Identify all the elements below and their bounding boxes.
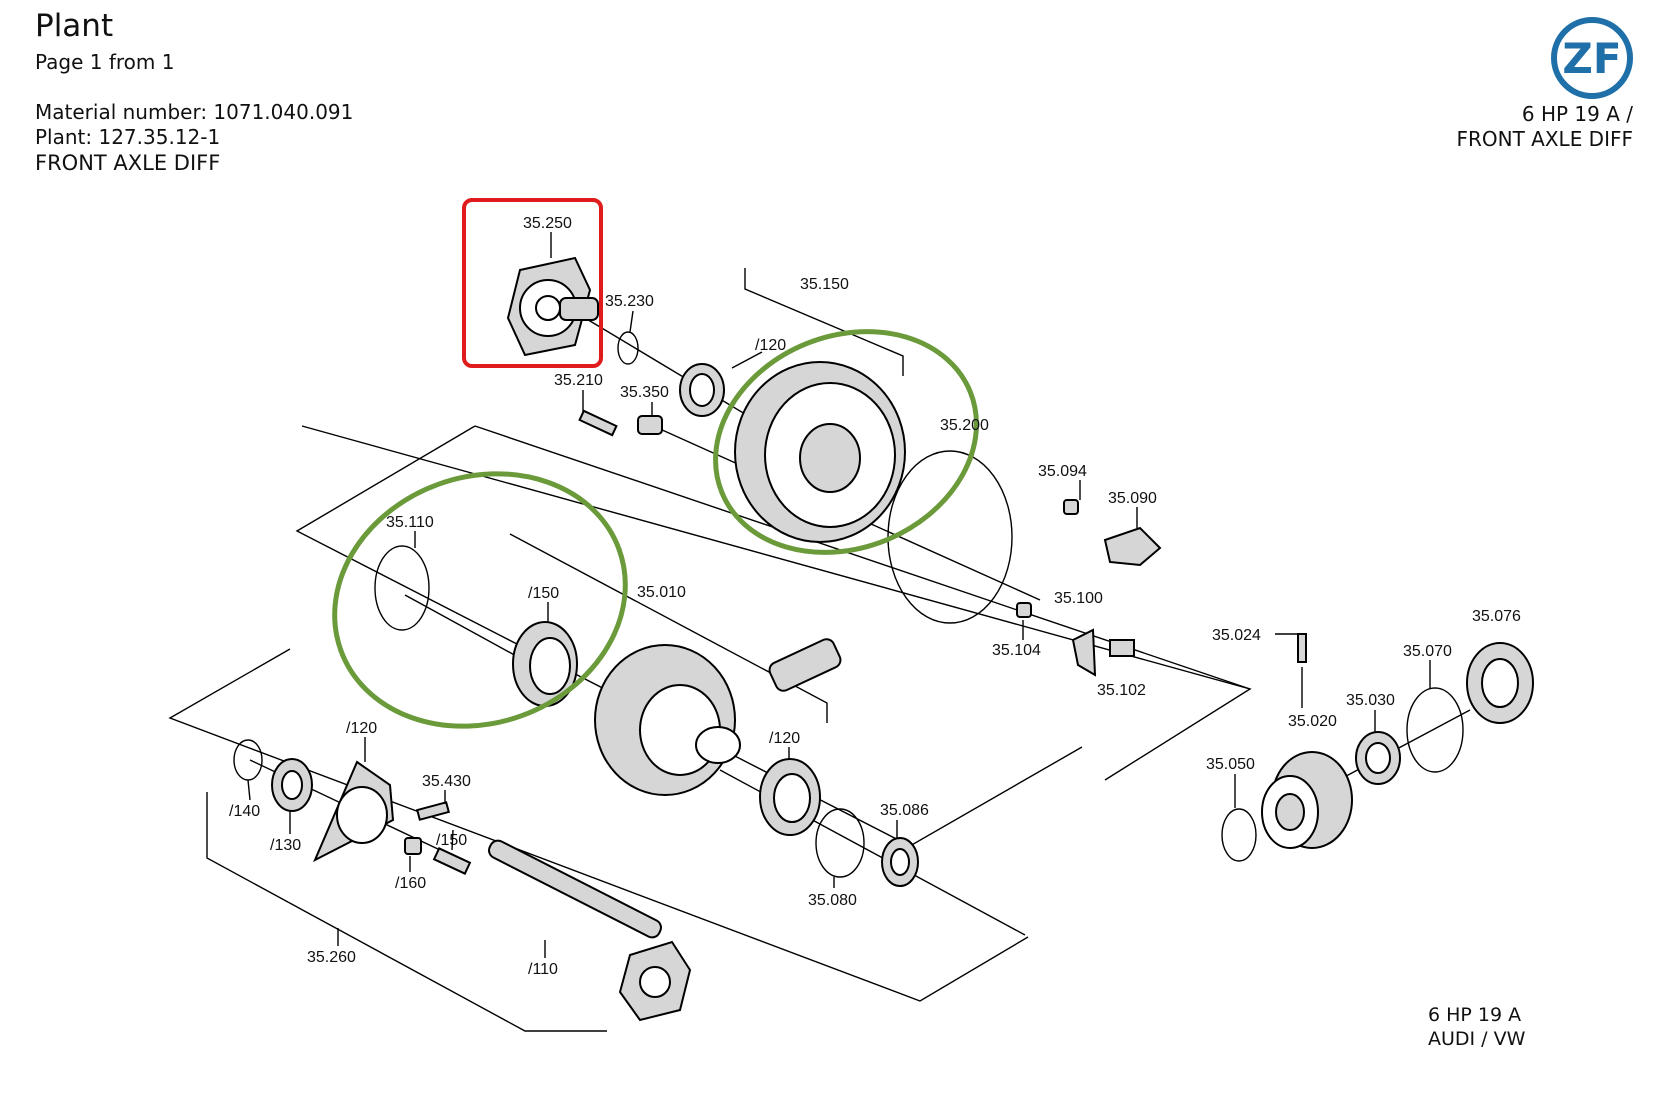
label-35086: 35.086 [880,802,929,819]
part-35090 [1103,526,1162,567]
label-35250: 35.250 [523,215,572,232]
label-35090: 35.090 [1108,490,1157,507]
label-35102: 35.102 [1097,682,1146,699]
label-35010-120: /120 [769,730,800,747]
part-35010 [594,638,842,796]
label-35150: 35.150 [800,276,849,293]
part-35260-120 [312,760,395,863]
bracket-35150 [744,268,904,376]
page-title: Plant [35,8,114,44]
part-35100 [1071,628,1097,677]
part-35150-120 [679,363,725,417]
part-35076 [1466,642,1534,724]
material-number: Material number: 1071.040.091 [35,100,354,124]
label-35110: 35.110 [386,514,434,531]
label-35260-140: /140 [229,803,260,820]
label-35024: 35.024 [1212,627,1261,644]
part-35260-150 [432,847,472,875]
label-35230: 35.230 [605,293,654,310]
part-35102 [1109,639,1135,657]
highlight-red-box [462,198,603,368]
bracket-35260 [168,648,1029,1002]
label-35010: 35.010 [637,584,686,601]
label-35260: 35.260 [307,949,356,966]
label-35260-110: /110 [528,961,558,978]
label-35150-120: /120 [755,337,786,354]
label-35020: 35.020 [1288,713,1337,730]
highlight-green-ellipse-upper [713,329,979,555]
label-35076: 35.076 [1472,608,1521,625]
label-35050: 35.050 [1206,756,1255,773]
part-35070 [1406,687,1464,773]
label-35260-150: /150 [436,832,467,849]
label-35104: 35.104 [992,642,1041,659]
group-title: FRONT AXLE DIFF [35,151,221,175]
group-label: FRONT AXLE DIFF [1456,127,1633,151]
zf-logo: ZF [1551,17,1633,99]
part-35210 [578,409,618,437]
bracket-35260-b [206,792,607,1032]
label-35430: 35.430 [422,773,471,790]
part-35230 [617,331,639,365]
label-35260-130: /130 [270,837,301,854]
part-35104 [1016,602,1032,618]
part-35200 [887,450,1013,624]
model-label: 6 HP 19 A / [1521,102,1633,126]
label-35350: 35.350 [620,384,669,401]
part-35010-120 [759,758,821,836]
part-35080 [815,808,865,878]
label-35080: 35.080 [808,892,857,909]
footer-make: AUDI / VW [1428,1028,1526,1050]
label-35210: 35.210 [554,372,603,389]
label-35094: 35.094 [1038,463,1087,480]
label-35070: 35.070 [1403,643,1452,660]
part-35150 [734,361,906,543]
label-35030: 35.030 [1346,692,1395,709]
label-35010-150: /150 [528,585,559,602]
part-35086 [881,837,919,887]
part-35260-110 [488,839,692,1022]
part-35250 [506,256,599,357]
plant-number: Plant: 127.35.12-1 [35,125,221,149]
part-35020 [1261,751,1353,849]
bracket-35010-b [509,533,828,723]
part-35260-140 [233,739,263,781]
part-35260-130 [271,758,313,812]
part-35094 [1063,499,1079,515]
logo-text: ZF [1562,34,1621,83]
part-35050 [1221,808,1257,862]
highlight-green-ellipse-lower [332,471,628,729]
part-35030 [1355,731,1401,785]
part-35260-160 [404,837,422,855]
footer-model: 6 HP 19 A [1428,1004,1522,1026]
part-35010-150 [512,621,578,707]
part-35350 [637,415,663,435]
label-35200: 35.200 [940,417,989,434]
part-35024 [1297,633,1307,663]
page-subtitle: Page 1 from 1 [35,50,175,74]
label-35100: 35.100 [1054,590,1103,607]
part-35110 [374,545,430,631]
part-35430 [415,801,451,821]
label-35260-120: /120 [346,720,377,737]
label-35260-160: /160 [395,875,426,892]
